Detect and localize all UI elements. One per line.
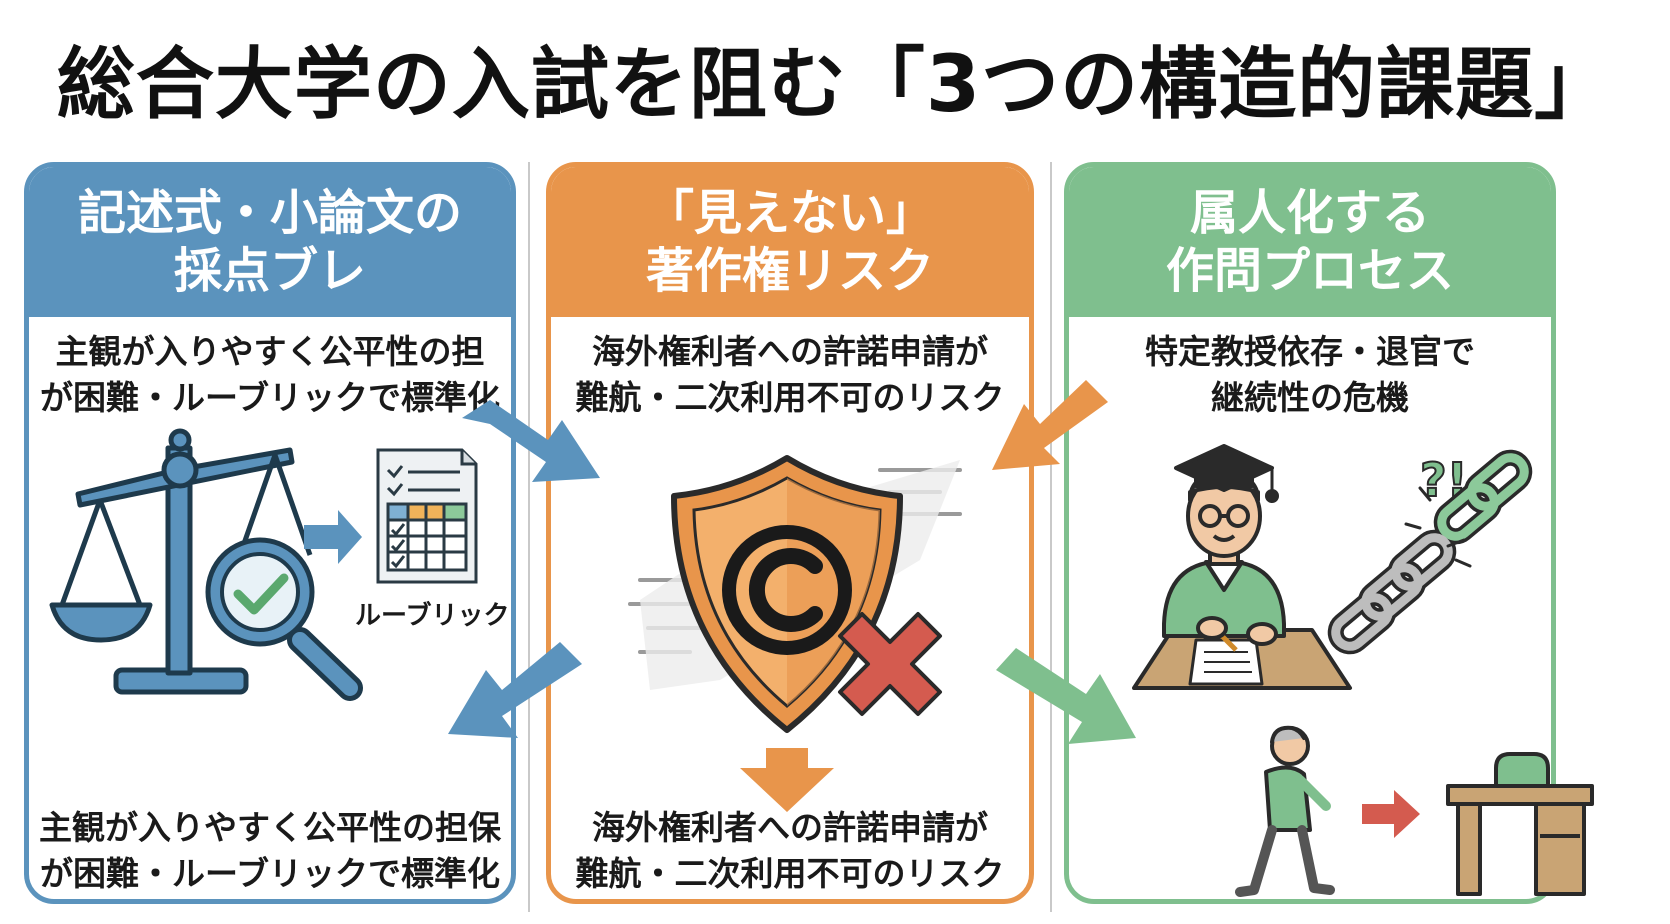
desc-line: 主観が入りやすく公平性の担	[55, 332, 485, 371]
panel-description-top: 海外権利者への許諾申請が 難航・二次利用不可のリスク	[551, 329, 1029, 421]
panel-scoring-variance: 記述式・小論文の 採点ブレ 主観が入りやすく公平性の担 が困難・ルーブリックで標…	[24, 162, 516, 904]
desc-line: 海外権利者への許諾申請が	[592, 808, 988, 847]
desc-line: 特定教授依存・退官で	[1145, 332, 1475, 371]
panel-header: 「見えない」 著作権リスク	[551, 167, 1029, 317]
desc-line: 主観が入りやすく公平性の担保	[39, 808, 501, 847]
panel-header-line1: 属人化する	[1189, 185, 1430, 241]
panel-header: 属人化する 作問プロセス	[1069, 167, 1551, 317]
panel-copyright-risk: 「見えない」 著作権リスク 海外権利者への許諾申請が 難航・二次利用不可のリスク…	[546, 162, 1034, 904]
rubric-label: ルーブリック	[355, 601, 510, 631]
desc-line: 継続性の危機	[1211, 378, 1409, 417]
desc-line: 難航・二次利用不可のリスク	[575, 854, 1005, 893]
panel-description-bottom: 主観が入りやすく公平性の担保 が困難・ルーブリックで標準化	[29, 805, 511, 897]
desc-line: が困難・ルーブリックで標準化	[39, 854, 501, 893]
panel-description-top: 主観が入りやすく公平性の担 が困難・ルーブリックで標準化	[29, 329, 511, 421]
desc-line: 難航・二次利用不可のリスク	[575, 378, 1005, 417]
panel-description-top: 特定教授依存・退官で 継続性の危機	[1069, 329, 1551, 421]
column-divider-1	[528, 162, 530, 912]
desc-line: が困難・ルーブリックで標準化	[39, 378, 501, 417]
desc-line: 海外権利者への許諾申請が	[592, 332, 988, 371]
panel-header-line1: 記述式・小論文の	[77, 185, 462, 241]
page-title: 総合大学の入試を阻む「3つの構造的課題」	[56, 40, 1614, 130]
column-divider-2	[1050, 162, 1052, 912]
panel-header-line1: 「見えない」	[645, 185, 934, 241]
panel-header-line2: 著作権リスク	[645, 243, 934, 299]
panel-header-line2: 採点ブレ	[173, 243, 366, 299]
panel-header: 記述式・小論文の 採点ブレ	[29, 167, 511, 317]
panel-person-dependency: 属人化する 作問プロセス 特定教授依存・退官で 継続性の危機	[1064, 162, 1556, 904]
panel-header-line2: 作問プロセス	[1165, 243, 1454, 299]
panel-description-bottom: 海外権利者への許諾申請が 難航・二次利用不可のリスク	[551, 805, 1029, 897]
